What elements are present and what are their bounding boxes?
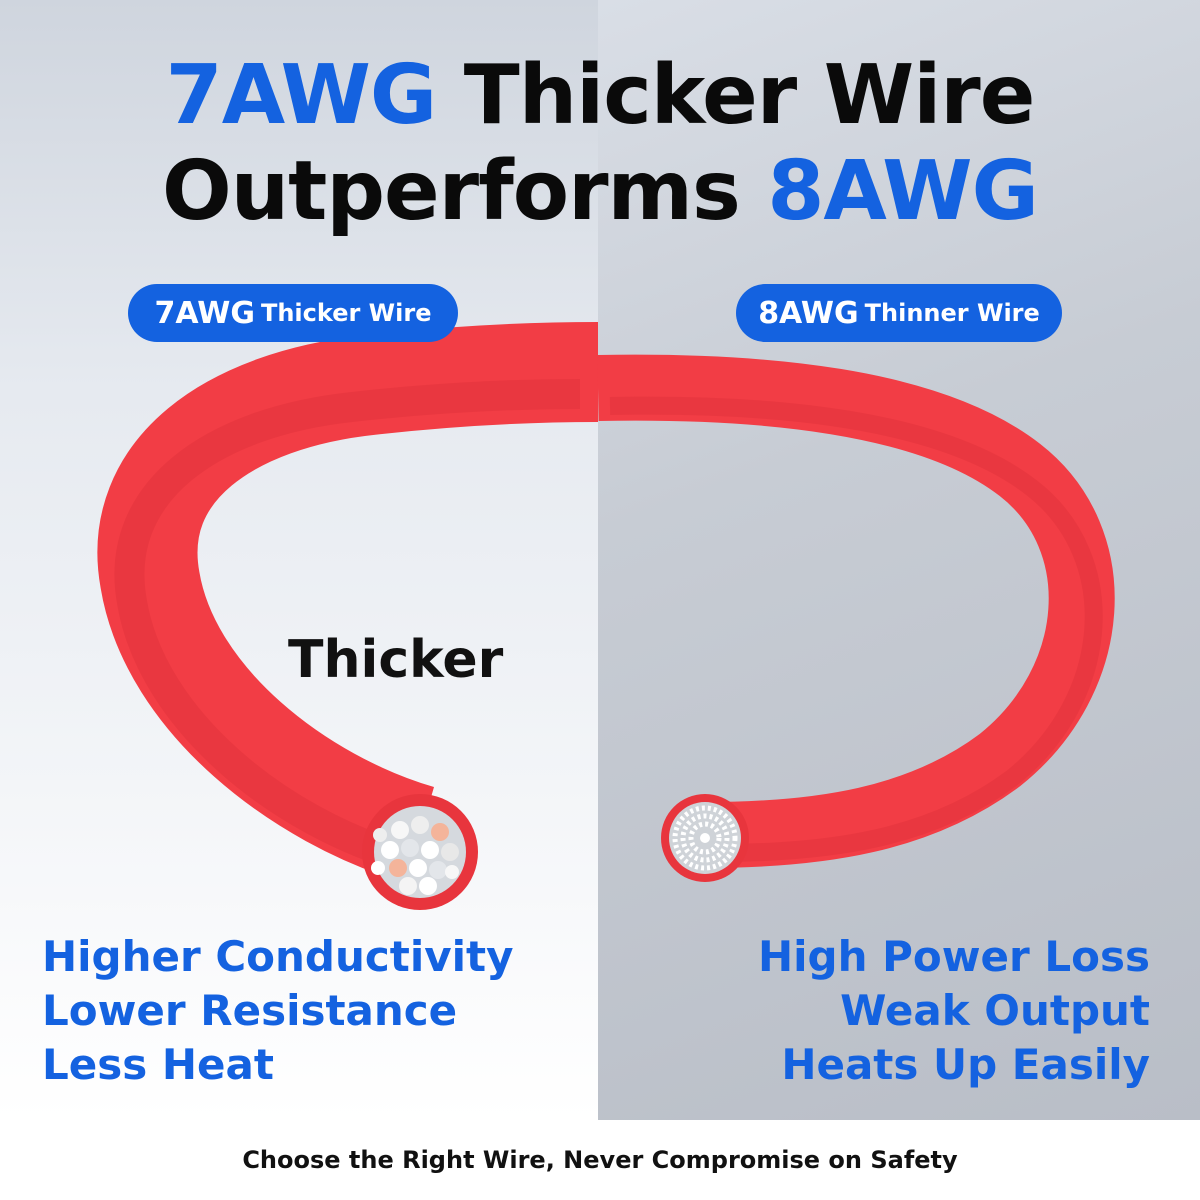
features-right: High Power Loss Weak Output Heats Up Eas… <box>758 930 1150 1092</box>
feature-right-item: Weak Output <box>840 986 1150 1035</box>
feature-right-item: High Power Loss <box>757 932 1150 981</box>
thicker-callout: Thicker <box>288 630 504 690</box>
label-right-text: Thinner Wire <box>864 299 1040 327</box>
thick-wire-cross-section <box>362 794 478 910</box>
thin-wire-body <box>597 354 1115 868</box>
footer-tagline: Choose the Right Wire, Never Compromise … <box>0 1120 1200 1200</box>
headline-highlight-8awg: 8AWG <box>767 144 1039 239</box>
thin-wire-cross-section <box>661 794 749 882</box>
thick-wire-shade <box>114 379 581 872</box>
wire-illustration <box>97 322 1115 910</box>
feature-left-item: Less Heat <box>42 1040 274 1089</box>
label-left-text: Thicker Wire <box>260 299 432 327</box>
label-8awg-thinner: 8AWG Thinner Wire <box>736 284 1062 342</box>
label-right-code: 8AWG <box>758 295 859 331</box>
feature-left-item: Lower Resistance <box>42 986 458 1035</box>
thin-wire-shade <box>609 396 1103 862</box>
headline: 7AWG Thicker Wire Outperforms 8AWG <box>0 48 1200 240</box>
label-7awg-thicker: 7AWG Thicker Wire <box>128 284 458 342</box>
headline-line-1: 7AWG Thicker Wire <box>0 48 1200 144</box>
headline-text-1: Thicker Wire <box>436 48 1036 143</box>
thick-wire-body <box>97 322 599 883</box>
feature-left-item: Higher Conductivity <box>42 932 514 981</box>
label-left-code: 7AWG <box>154 295 255 331</box>
headline-highlight-7awg: 7AWG <box>165 48 438 143</box>
features-left: Higher Conductivity Lower Resistance Les… <box>42 930 513 1092</box>
headline-text-2: Outperforms <box>162 144 768 239</box>
headline-line-2: Outperforms 8AWG <box>0 144 1200 240</box>
feature-right-item: Heats Up Easily <box>781 1040 1150 1089</box>
